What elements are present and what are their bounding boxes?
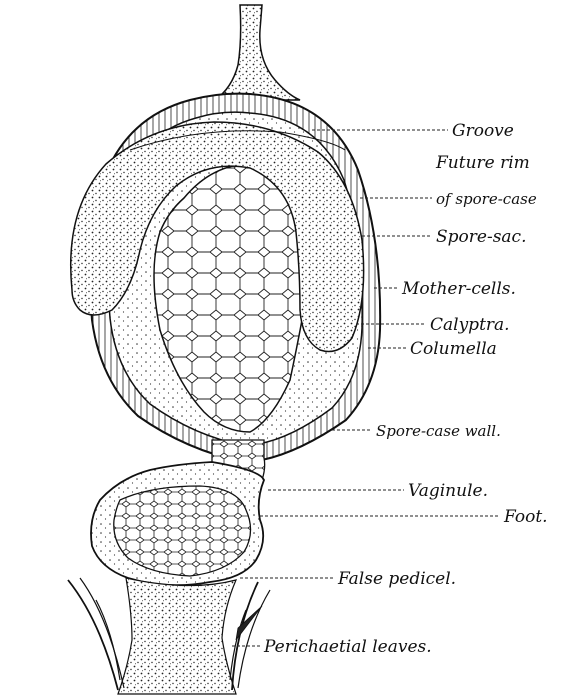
label-columella: Columella	[410, 339, 497, 359]
label-future-rim-line2: of spore-case	[436, 190, 537, 208]
foot	[114, 486, 251, 576]
label-calyptra: Calyptra.	[430, 315, 510, 335]
spore-case	[71, 94, 380, 462]
label-groove: Groove	[452, 121, 514, 141]
label-foot: Foot.	[503, 507, 548, 527]
label-spore-case-wall: Spore-case wall.	[376, 422, 501, 440]
false-pedicel	[118, 578, 236, 694]
label-future-rim: Future rim	[435, 153, 530, 173]
label-perichaetial-leaves: Perichaetial leaves.	[263, 637, 432, 657]
label-false-pedicel: False pedicel.	[337, 569, 456, 589]
label-vaginule: Vaginule.	[408, 481, 488, 501]
seta-top	[215, 5, 300, 100]
label-mother-cells: Mother-cells.	[401, 279, 516, 299]
label-spore-sac: Spore-sac.	[436, 227, 526, 247]
